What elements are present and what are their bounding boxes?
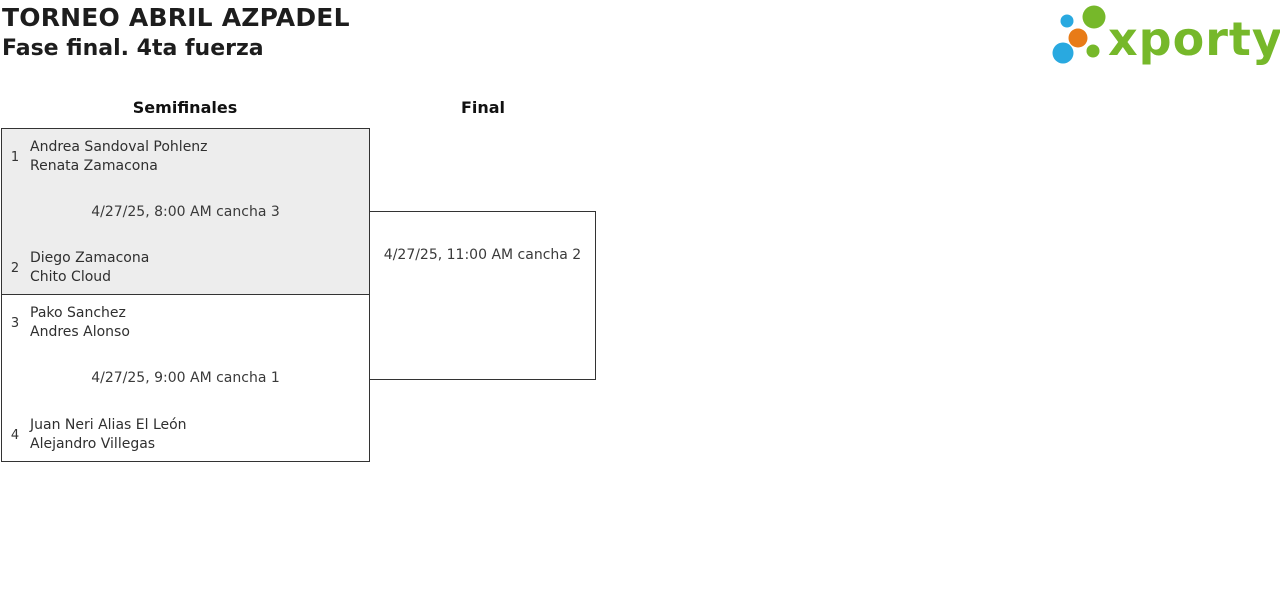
logo-dot-orange	[1068, 28, 1088, 48]
page-subtitle: Fase final. 4ta fuerza	[2, 36, 264, 61]
logo-dot-blue-large	[1052, 42, 1074, 64]
seed-number: 1	[10, 149, 20, 165]
player-name: Diego Zamacona	[30, 250, 150, 266]
match-info: 4/27/25, 9:00 AM cancha 1	[91, 370, 280, 386]
xporty-logo[interactable]: xporty	[1048, 0, 1280, 75]
player-name: Andres Alonso	[30, 324, 130, 340]
match-semifinal-1[interactable]: 1 Andrea Sandoval Pohlenz Renata Zamacon…	[1, 128, 370, 295]
player-name: Alejandro Villegas	[30, 436, 156, 452]
player-name: Juan Neri Alias El León	[30, 417, 187, 433]
xporty-wordmark: xporty	[1108, 12, 1280, 66]
xporty-logo-graphic: xporty	[1052, 5, 1280, 66]
team-slot-seed1: 1 Andrea Sandoval Pohlenz Renata Zamacon…	[9, 138, 359, 176]
player-name: Andrea Sandoval Pohlenz	[30, 139, 208, 155]
team-players: Juan Neri Alias El León Alejandro Villeg…	[30, 416, 187, 454]
logo-dot-blue-small	[1060, 14, 1074, 28]
round-header-final: Final	[460, 98, 506, 117]
logo-dot-green-small	[1086, 44, 1100, 58]
match-info: 4/27/25, 11:00 AM cancha 2	[383, 247, 582, 263]
team-players: Andrea Sandoval Pohlenz Renata Zamacona	[30, 138, 208, 176]
team-slot-seed3: 3 Pako Sanchez Andres Alonso	[9, 304, 359, 342]
match-semifinal-2[interactable]: 3 Pako Sanchez Andres Alonso 4/27/25, 9:…	[1, 294, 370, 462]
player-name: Pako Sanchez	[30, 305, 126, 321]
team-slot-seed2: 2 Diego Zamacona Chito Cloud	[9, 249, 359, 287]
seed-number: 3	[10, 315, 20, 331]
seed-number: 2	[10, 260, 20, 276]
team-players: Pako Sanchez Andres Alonso	[30, 304, 130, 342]
player-name: Chito Cloud	[30, 269, 112, 285]
match-final[interactable]: 4/27/25, 11:00 AM cancha 2	[369, 211, 596, 380]
round-header-semifinales: Semifinales	[132, 98, 238, 117]
team-players: Diego Zamacona Chito Cloud	[30, 249, 149, 287]
player-name: Renata Zamacona	[30, 158, 158, 174]
page-title: TORNEO ABRIL AZPADEL	[2, 3, 350, 32]
team-slot-seed4: 4 Juan Neri Alias El León Alejandro Vill…	[9, 416, 359, 454]
logo-dot-green-large	[1082, 5, 1106, 29]
seed-number: 4	[10, 427, 20, 443]
match-info: 4/27/25, 8:00 AM cancha 3	[91, 203, 280, 220]
